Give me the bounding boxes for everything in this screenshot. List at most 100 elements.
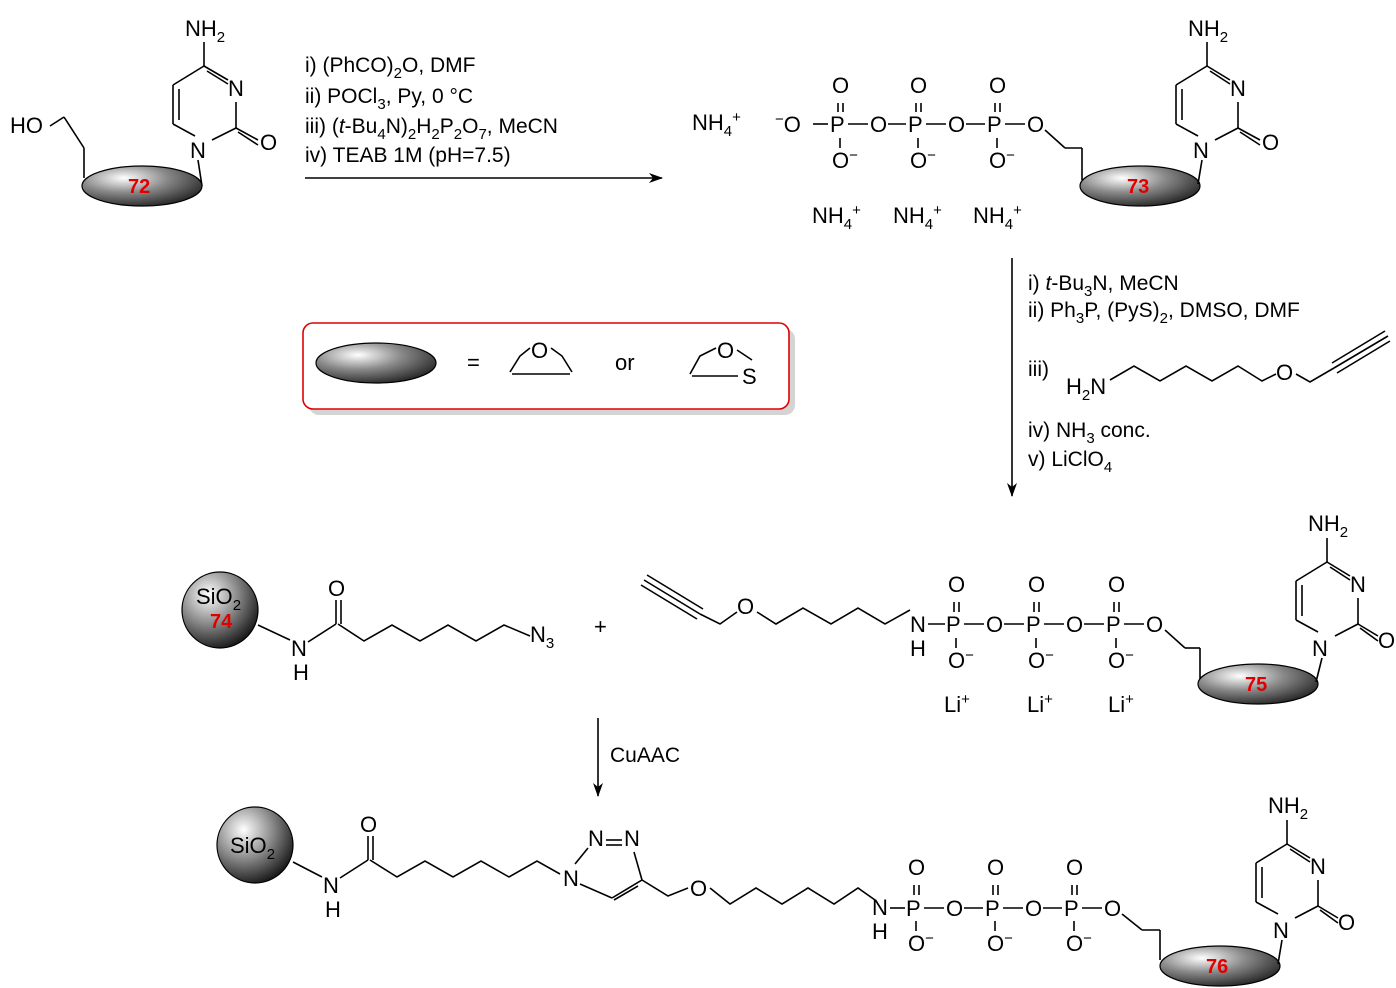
legend-box: = O or O S <box>302 322 795 415</box>
svg-text:O: O <box>1378 628 1395 653</box>
svg-text:N: N <box>323 873 339 898</box>
svg-text:SiO2: SiO2 <box>230 833 275 863</box>
svg-text:P: P <box>908 112 923 137</box>
svg-text:ii) Ph3P, (PyS)2, DMSO, DMF: ii) Ph3P, (PyS)2, DMSO, DMF <box>1028 299 1300 327</box>
svg-text:N: N <box>1230 76 1246 101</box>
svg-text:iii) (t-Bu4N)2H2P2O7, MeCN: iii) (t-Bu4N)2H2P2O7, MeCN <box>305 115 558 143</box>
svg-text:or: or <box>615 350 635 375</box>
atom-ho: HO <box>10 113 43 138</box>
svg-text:O: O <box>531 338 548 363</box>
atom-n1: N <box>190 138 206 163</box>
svg-text:H2N: H2N <box>1066 374 1106 404</box>
svg-text:N: N <box>588 826 604 851</box>
compound-label-74: 74 <box>210 611 233 633</box>
svg-text:N: N <box>624 826 640 851</box>
svg-text:iii): iii) <box>1028 358 1049 381</box>
svg-text:NH4+: NH4+ <box>973 202 1022 233</box>
svg-text:O: O <box>910 73 927 98</box>
svg-text:NH2: NH2 <box>1188 16 1228 46</box>
svg-text:NH2: NH2 <box>1268 793 1308 823</box>
compound-76: SiO2 N H O N N N O N H P O O− O P O <box>216 793 1355 987</box>
svg-text:O−: O− <box>1028 647 1054 673</box>
svg-text:−O: −O <box>775 111 801 137</box>
svg-text:P: P <box>985 896 1000 921</box>
svg-text:N: N <box>1273 918 1289 943</box>
svg-text:SiO2: SiO2 <box>196 584 241 614</box>
compound-label-72: 72 <box>128 176 150 198</box>
svg-text:O: O <box>1276 360 1293 385</box>
svg-text:N: N <box>1350 572 1366 597</box>
svg-text:P: P <box>987 112 1002 137</box>
svg-text:P: P <box>1026 612 1041 637</box>
svg-text:O: O <box>1025 896 1042 921</box>
step1-conditions: i) (PhCO)2O, DMF ii) POCl3, Py, 0 °C iii… <box>305 54 558 167</box>
atom-nh2: NH2 <box>185 16 225 46</box>
svg-text:ii) POCl3, Py, 0 °C: ii) POCl3, Py, 0 °C <box>305 85 473 113</box>
svg-text:O: O <box>1027 112 1044 137</box>
svg-text:O: O <box>1338 910 1355 935</box>
svg-text:O−: O− <box>832 147 858 173</box>
svg-text:P: P <box>906 896 921 921</box>
svg-text:O: O <box>989 73 1006 98</box>
svg-text:NH4+: NH4+ <box>692 109 741 140</box>
svg-text:S: S <box>742 364 757 389</box>
compound-75: O N H P O O− O P O O− O P O O− O 75 NH2 <box>640 511 1395 717</box>
svg-text:NH4+: NH4+ <box>812 202 861 233</box>
svg-text:O: O <box>1146 612 1163 637</box>
svg-text:O: O <box>328 576 345 601</box>
svg-text:O: O <box>948 112 965 137</box>
svg-text:Li+: Li+ <box>944 691 970 717</box>
svg-text:H: H <box>910 636 926 661</box>
svg-text:N: N <box>872 895 888 920</box>
svg-text:P: P <box>830 112 845 137</box>
svg-text:O−: O− <box>948 647 974 673</box>
svg-text:O: O <box>946 896 963 921</box>
svg-text:O: O <box>870 112 887 137</box>
svg-text:O−: O− <box>908 930 934 956</box>
compound-label-76: 76 <box>1206 956 1228 978</box>
svg-text:O−: O− <box>987 930 1013 956</box>
svg-text:N: N <box>1312 636 1328 661</box>
svg-text:O−: O− <box>989 147 1015 173</box>
svg-text:H: H <box>293 660 309 685</box>
svg-text:N: N <box>910 612 926 637</box>
svg-text:H: H <box>325 897 341 922</box>
svg-text:O: O <box>360 812 377 837</box>
svg-text:O: O <box>948 572 965 597</box>
svg-text:iv) TEAB 1M (pH=7.5): iv) TEAB 1M (pH=7.5) <box>305 144 511 167</box>
svg-text:iv) NH3 conc.: iv) NH3 conc. <box>1028 419 1151 447</box>
plus-sign: + <box>594 614 607 639</box>
svg-text:O: O <box>832 73 849 98</box>
svg-text:O: O <box>1262 130 1279 155</box>
svg-text:O: O <box>737 594 754 619</box>
svg-text:N3: N3 <box>530 622 554 652</box>
svg-text:N: N <box>1310 854 1326 879</box>
atom-n: N <box>228 76 244 101</box>
compound-73: NH4+ −O P O O− O P O O− O P O O− O 73 NH… <box>692 16 1279 233</box>
atom-o: O <box>260 130 277 155</box>
svg-text:P: P <box>1106 612 1121 637</box>
svg-text:N: N <box>563 866 579 891</box>
compound-label-75: 75 <box>1245 674 1267 696</box>
svg-text:O−: O− <box>1066 930 1092 956</box>
svg-text:O: O <box>1066 855 1083 880</box>
svg-text:v) LiClO4: v) LiClO4 <box>1028 448 1112 476</box>
svg-text:O: O <box>690 876 707 901</box>
svg-text:i) (PhCO)2O, DMF: i) (PhCO)2O, DMF <box>305 54 476 82</box>
svg-text:=: = <box>467 350 480 375</box>
svg-text:O−: O− <box>1108 647 1134 673</box>
svg-text:NH2: NH2 <box>1308 511 1348 541</box>
svg-text:O: O <box>987 855 1004 880</box>
svg-text:O−: O− <box>910 147 936 173</box>
svg-text:N: N <box>1193 138 1209 163</box>
svg-text:NH4+: NH4+ <box>893 202 942 233</box>
svg-text:O: O <box>717 338 734 363</box>
svg-text:O: O <box>1104 896 1121 921</box>
compound-74: SiO2 74 N H O N3 <box>181 571 554 685</box>
step2-conditions: i) t-Bu3N, MeCN ii) Ph3P, (PyS)2, DMSO, … <box>1028 272 1391 476</box>
svg-text:O: O <box>908 855 925 880</box>
svg-text:O: O <box>1066 612 1083 637</box>
svg-text:P: P <box>1064 896 1079 921</box>
